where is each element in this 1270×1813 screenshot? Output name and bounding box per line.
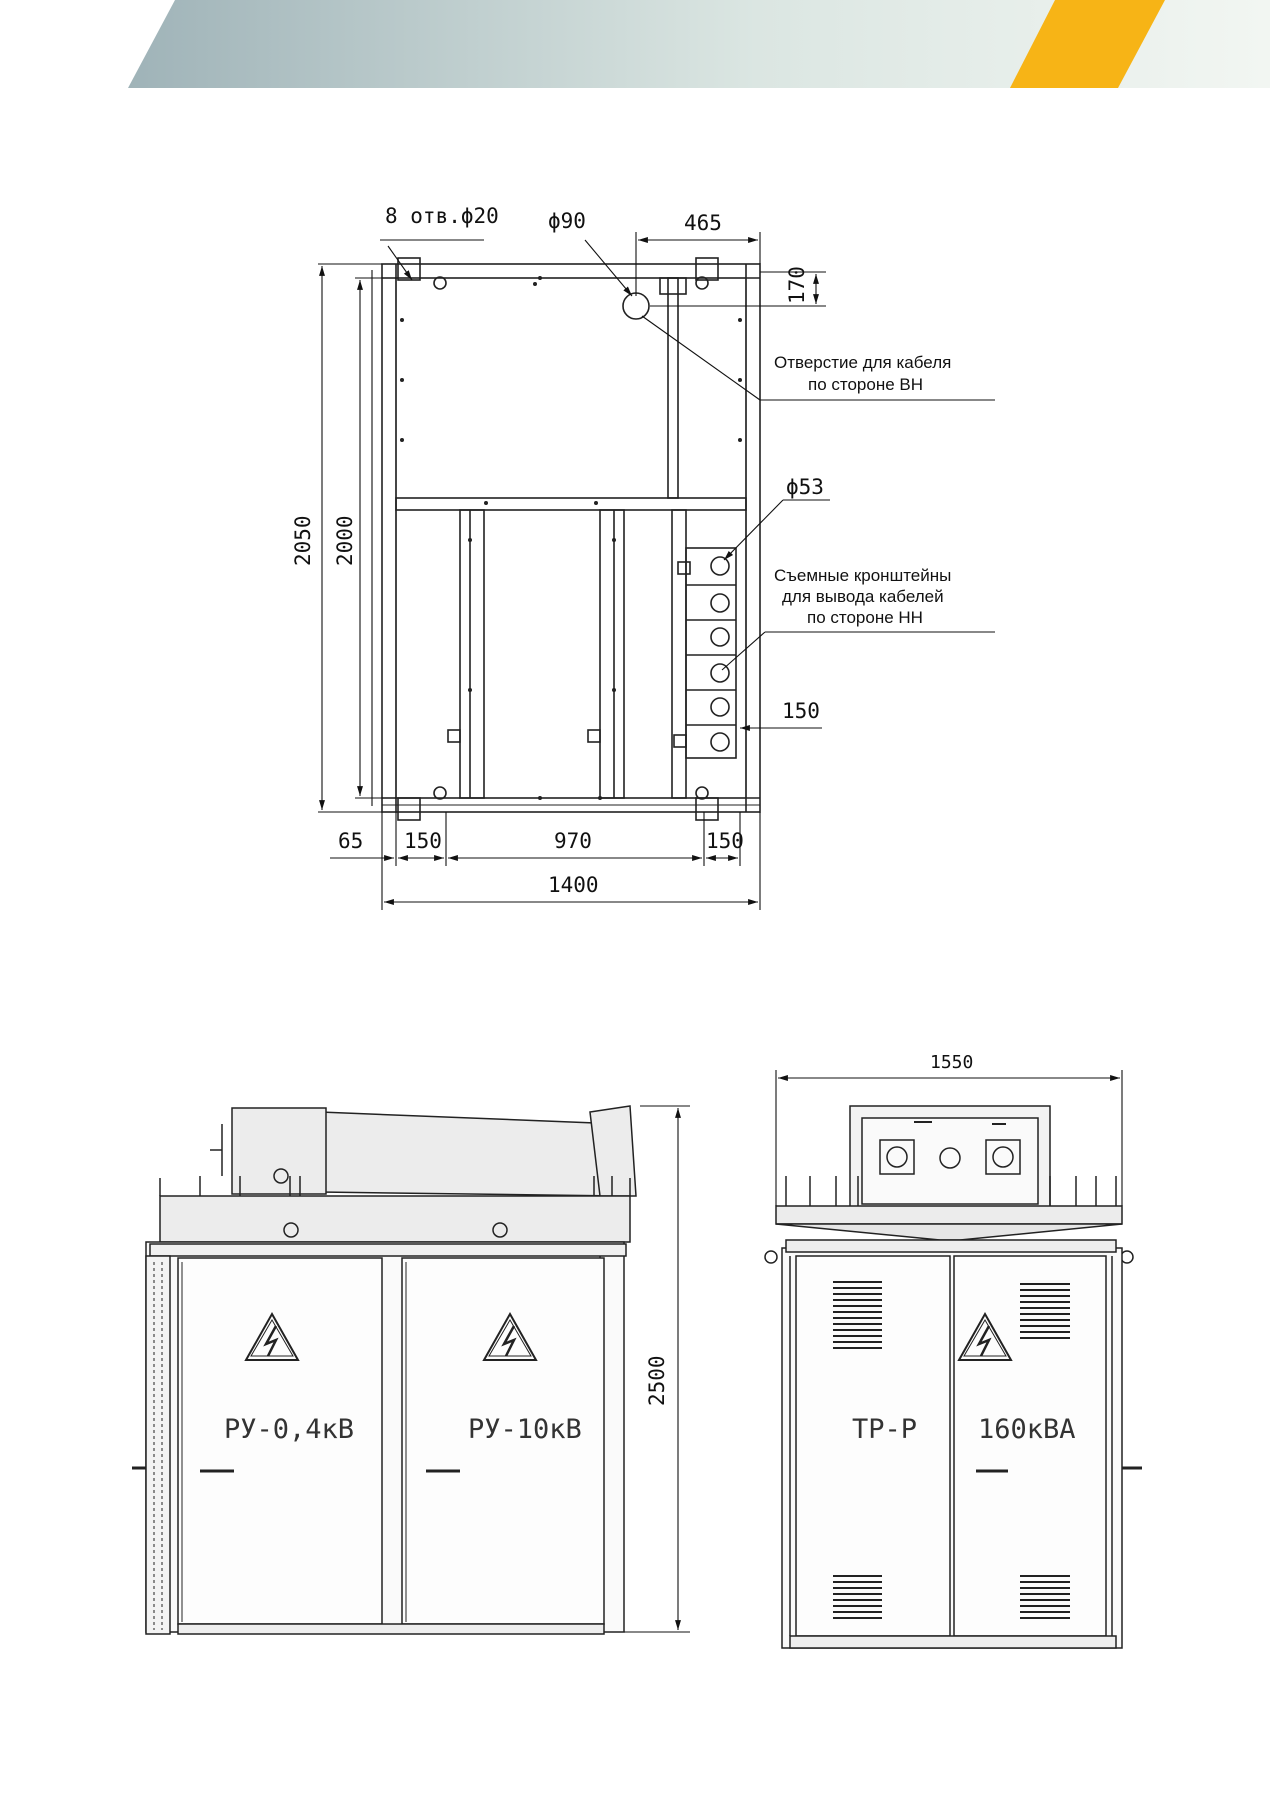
plan-vertical-beam (667, 277, 679, 499)
door-label-160kva: 160кВА (978, 1414, 1076, 1445)
hv-cable-note-line1: Отверстие для кабеля (774, 353, 951, 372)
door-label-ru-10: РУ-10кВ (468, 1414, 582, 1445)
plan-channel-2 (599, 509, 625, 799)
header-band (128, 0, 1270, 88)
plan-inner-frame (395, 277, 747, 799)
dim-2500: 2500 (645, 1355, 669, 1406)
plan-channel-1 (459, 509, 485, 799)
plan-channel-3 (671, 509, 687, 799)
dim-1550: 1550 (930, 1052, 973, 1073)
front-roof-box (319, 1111, 621, 1197)
plan-bracket-column (685, 547, 737, 759)
door-label-ru-04: РУ-0,4кВ (224, 1414, 354, 1445)
hv-warning-icon (482, 1311, 538, 1361)
dim-2000: 2000 (333, 515, 357, 566)
brackets-note-line2: для вывода кабелей (782, 587, 944, 606)
header-gradient-band (128, 0, 1270, 88)
dim-2050: 2050 (291, 515, 315, 566)
plan-cross-beam (395, 497, 747, 511)
hv-hole-diameter: ϕ90 (548, 209, 586, 233)
plan-outer-frame (381, 263, 761, 813)
plan-view (318, 232, 995, 910)
dim-65: 65 (338, 829, 363, 853)
dim-1400: 1400 (548, 873, 599, 897)
holes-label: 8 отв.ϕ20 (385, 204, 499, 228)
dim-170: 170 (785, 266, 809, 304)
header-accent-stripe (1010, 0, 1165, 88)
dim-970: 970 (554, 829, 592, 853)
hv-cable-hole (622, 292, 650, 320)
brackets-note-line3: по стороне НН (807, 608, 923, 627)
dim-465: 465 (684, 211, 722, 235)
front-view (132, 1105, 637, 1635)
door-label-tr: ТР-Р (852, 1414, 917, 1445)
vent-louvers (833, 1281, 1070, 1619)
hv-cable-note-line2: по стороне ВН (808, 375, 923, 394)
dim-150-right: 150 (782, 699, 820, 723)
dim-150-bottom-right: 150 (706, 829, 744, 853)
lv-hole-diameter: ϕ53 (786, 475, 824, 499)
dim-150-left: 150 (404, 829, 442, 853)
brackets-note-line1: Съемные кронштейны (774, 566, 951, 585)
hv-warning-icon (244, 1311, 300, 1361)
side-view (764, 1105, 1142, 1649)
hv-warning-icon (957, 1311, 1013, 1361)
